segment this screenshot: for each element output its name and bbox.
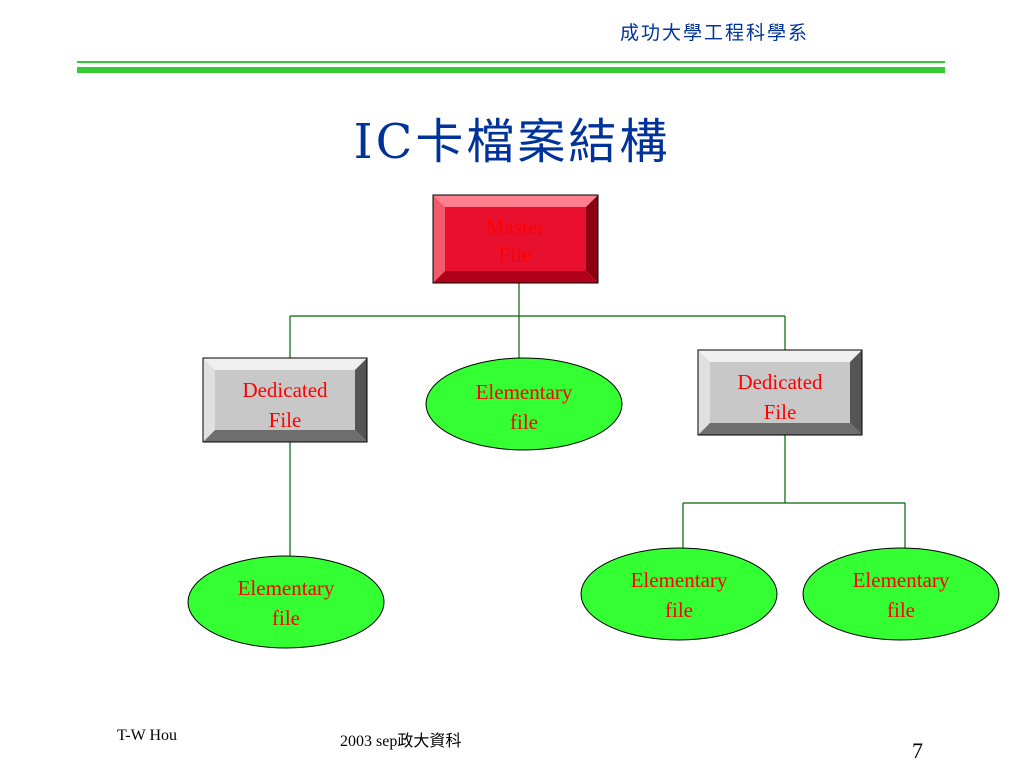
organization-header: 成功大學工程科學系 <box>620 22 810 44</box>
slide-title: IC卡檔案結構 <box>353 114 671 170</box>
master-file-label-line1: Master <box>486 215 544 239</box>
dedicated-file-left-node: Dedicated File <box>202 357 368 443</box>
elementary-center-label-line1: Elementary <box>476 380 573 404</box>
elementary-file-left-node: Elementary file <box>187 555 385 649</box>
footer-author: T-W Hou <box>117 727 177 744</box>
elementary-file-right2-node: Elementary file <box>802 547 1000 641</box>
elementary-left-label-line2: file <box>272 606 300 630</box>
header-rule-thick <box>77 67 945 73</box>
elementary-file-center-node: Elementary file <box>425 357 623 451</box>
footer-source: 2003 sep政大資科 <box>340 733 462 750</box>
elementary-left-label-line1: Elementary <box>238 576 335 600</box>
dedicated-left-label-line2: File <box>269 408 302 432</box>
elementary-right2-label-line2: file <box>887 598 915 622</box>
page-number: 7 <box>912 738 923 763</box>
master-file-label-line2: File <box>499 243 532 267</box>
elementary-right1-label-line1: Elementary <box>631 568 728 592</box>
elementary-file-right1-node: Elementary file <box>580 547 778 641</box>
dedicated-left-label-line1: Dedicated <box>242 378 328 402</box>
elementary-right2-label-line1: Elementary <box>853 568 950 592</box>
dedicated-file-right-node: Dedicated File <box>697 349 863 436</box>
dedicated-right-label-line2: File <box>764 400 797 424</box>
master-file-node: Master File <box>432 194 599 284</box>
dedicated-right-label-line1: Dedicated <box>737 370 823 394</box>
header-rule-thin <box>77 61 945 63</box>
elementary-right1-label-line2: file <box>665 598 693 622</box>
connector-lines <box>289 283 906 556</box>
elementary-center-label-line2: file <box>510 410 538 434</box>
